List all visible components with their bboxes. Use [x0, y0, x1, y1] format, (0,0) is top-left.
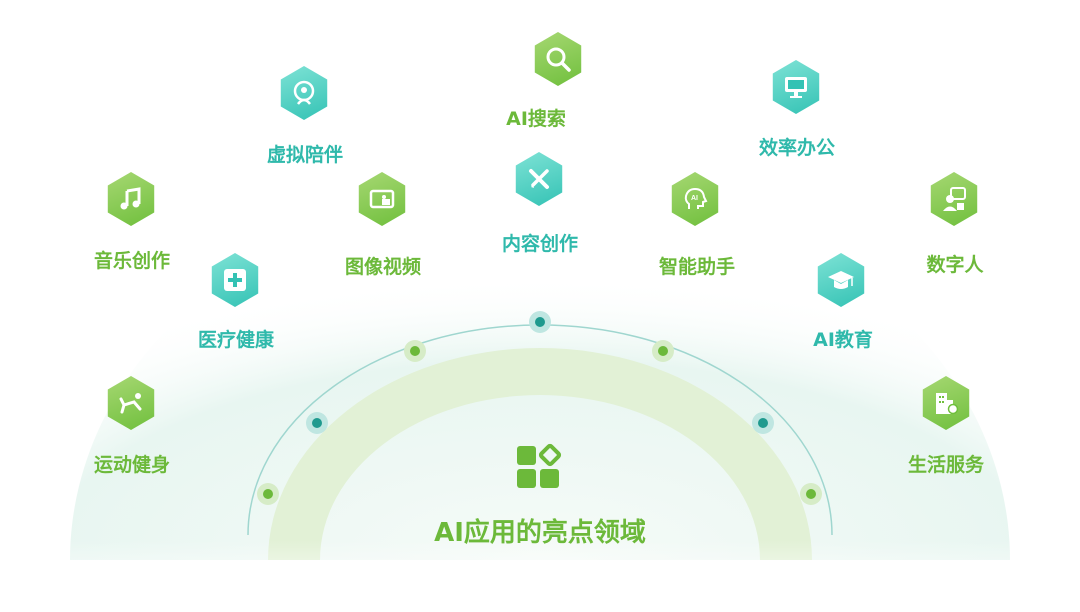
- orbit-dot: [263, 489, 273, 499]
- companion-icon: [293, 80, 315, 105]
- ai-head-icon: AI: [684, 187, 708, 209]
- orbit-dot: [535, 317, 545, 327]
- orbit-dot: [758, 418, 768, 428]
- life-services-label: 生活服务: [907, 454, 985, 476]
- ai-search-badge: [534, 32, 582, 86]
- digital-human-icon: [943, 187, 966, 211]
- sports-fitness-label: 运动健身: [93, 454, 171, 476]
- orbit-dot: [410, 346, 420, 356]
- office-efficiency-label: 效率办公: [758, 137, 836, 159]
- apps-grid-icon: [517, 443, 562, 488]
- green-band-arc: [268, 348, 812, 560]
- ai-education-badge: [817, 253, 865, 307]
- pen-ruler-icon: [529, 169, 549, 189]
- ai-education-label: AI教育: [813, 329, 873, 351]
- smart-assistant-badge: AI: [671, 172, 719, 226]
- graduation-cap-icon: [828, 271, 854, 289]
- life-services-badge: [922, 376, 970, 430]
- music-creation-label: 音乐创作: [93, 250, 171, 272]
- ai-search-label: AI搜索: [506, 108, 566, 130]
- orbit-dot: [806, 489, 816, 499]
- building-icon: [936, 393, 959, 415]
- medical-cross-icon: [224, 269, 246, 291]
- svg-text:AI: AI: [691, 195, 698, 202]
- orbit-dot: [312, 418, 322, 428]
- digital-human-label: 数字人: [926, 254, 984, 276]
- smart-assistant-label: 智能助手: [658, 256, 736, 278]
- office-efficiency-badge: [772, 60, 820, 114]
- search-icon: [546, 47, 571, 72]
- digital-human-badge: [930, 172, 978, 226]
- orbit-dot: [658, 346, 668, 356]
- virtual-companion-label: 虚拟陪伴: [266, 144, 344, 166]
- music-note-icon: [120, 187, 141, 210]
- monitor-icon: [785, 77, 807, 98]
- image-video-icon: [369, 189, 395, 209]
- healthcare-badge: [211, 253, 259, 307]
- image-video-label: 图像视频: [344, 256, 422, 278]
- healthcare-label: 医疗健康: [197, 329, 275, 351]
- center-title: AI应用的亮点领域: [434, 518, 646, 548]
- content-creation-badge: [515, 152, 563, 206]
- fitness-icon: [119, 393, 142, 414]
- content-creation-label: 内容创作: [501, 233, 579, 255]
